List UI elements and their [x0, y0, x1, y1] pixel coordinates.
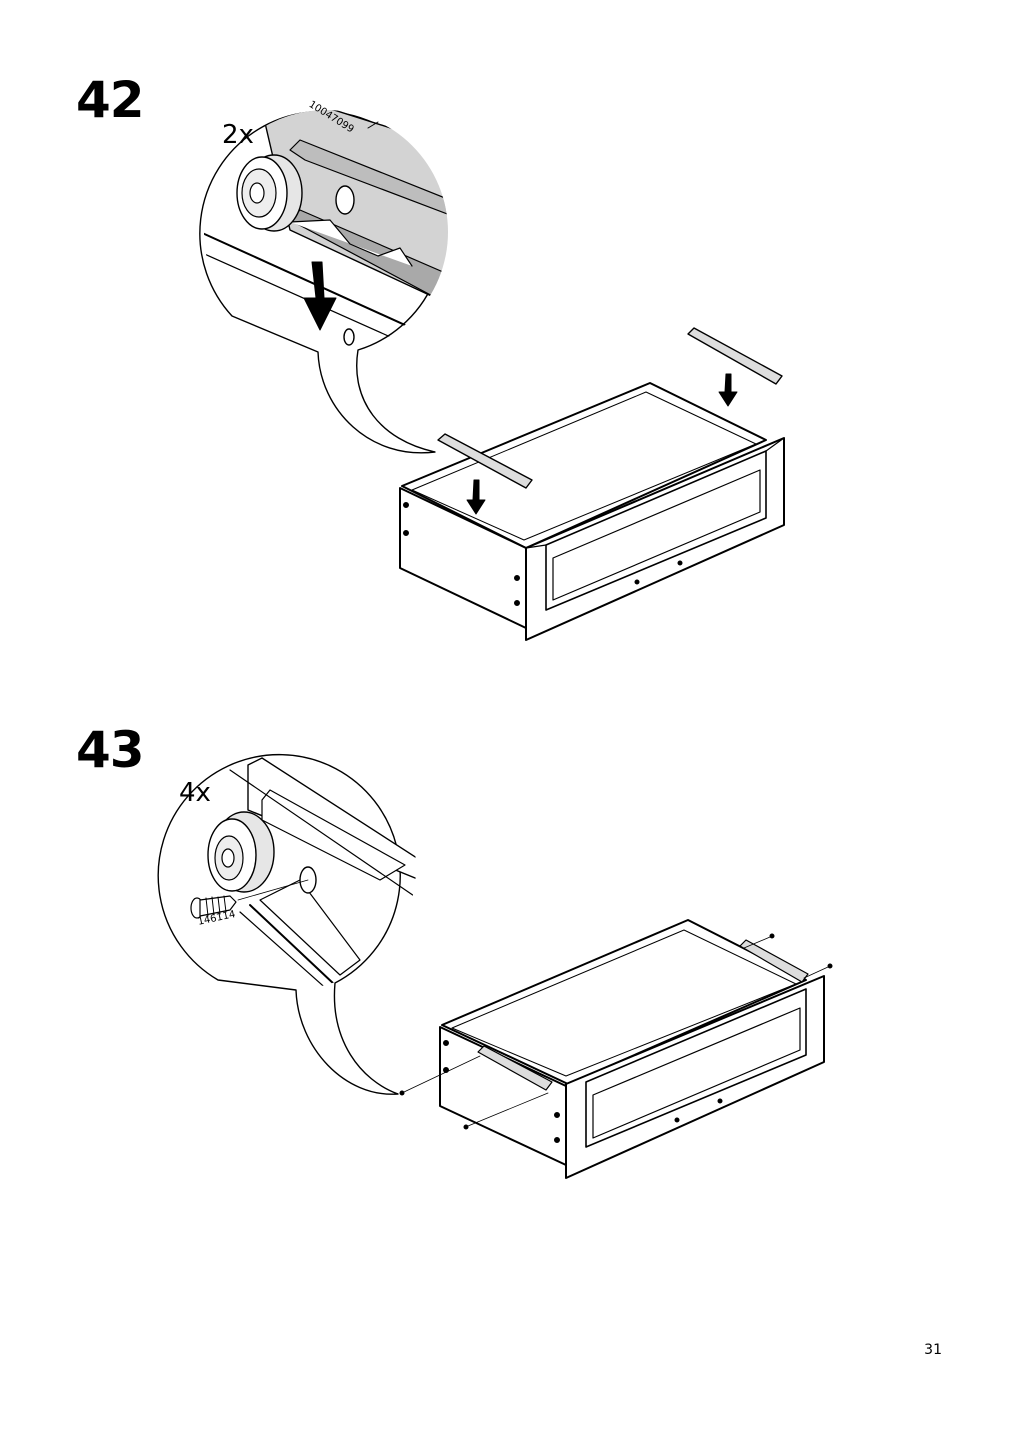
step43-detail-callout — [157, 753, 416, 1095]
wheel-detail-illustration — [236, 154, 303, 232]
step-number-42: 42 — [76, 71, 145, 129]
screw-illustration — [190, 895, 237, 919]
arrow-down-icon — [303, 261, 337, 331]
step-number-43: 43 — [76, 721, 145, 779]
quantity-label-42: 2x — [222, 120, 254, 150]
step42-detail-callout — [199, 110, 448, 454]
arrow-down-icon — [466, 479, 486, 515]
step42-drawer-illustration — [399, 327, 785, 641]
quantity-label-43: 4x — [179, 778, 211, 808]
step43-drawer-illustration — [399, 919, 833, 1179]
rail-illustration — [437, 433, 533, 489]
page-number: 31 — [924, 1342, 942, 1358]
